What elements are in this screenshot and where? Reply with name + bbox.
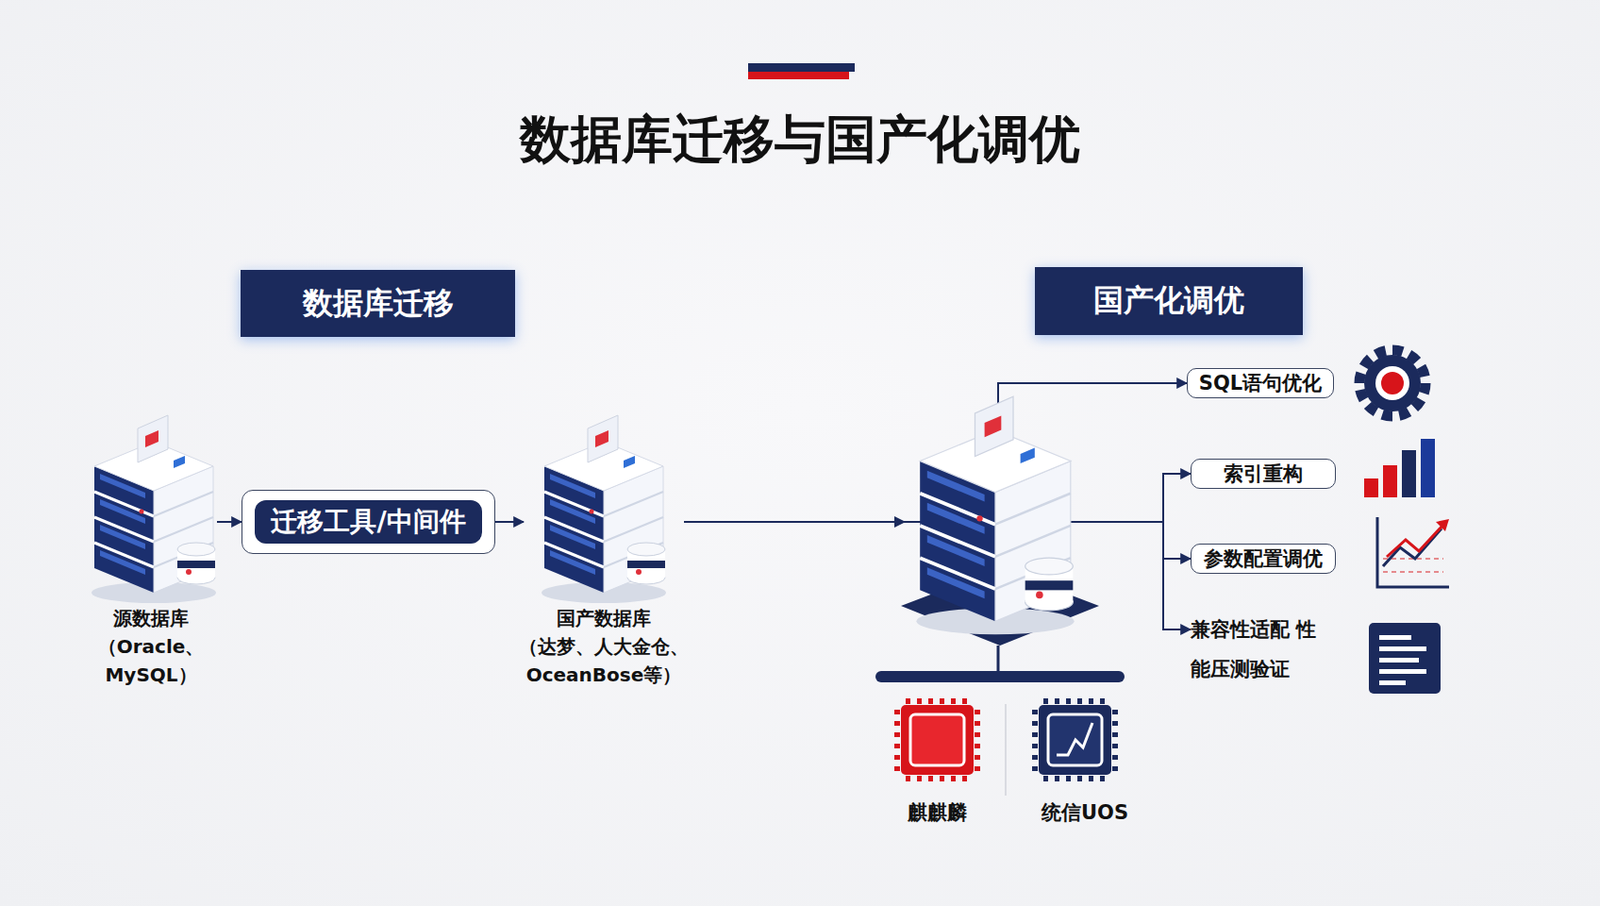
document-body xyxy=(1368,622,1441,694)
node-label: 国产数据库 xyxy=(523,603,684,633)
connector-arrow xyxy=(495,520,524,523)
node-detail: （Oracle、 MySQL） xyxy=(84,632,217,689)
task-text: 兼容性适配 性能压测验证 xyxy=(1190,609,1333,689)
bar-chart-icon xyxy=(1364,438,1435,498)
arrow-head xyxy=(894,516,906,528)
database-node: 国产数据库（达梦、人大金仓、 OceanBose等） xyxy=(523,415,684,689)
diagram-title: 数据库迁移与国产化调优 xyxy=(0,105,1600,174)
chart-grid xyxy=(1383,570,1444,573)
chip-icon xyxy=(897,700,978,779)
chip-graph xyxy=(1056,722,1093,755)
task-pill: 索引重构 xyxy=(1190,458,1336,489)
gear-ring xyxy=(1375,366,1410,400)
task-pill: SQL语句优化 xyxy=(1186,367,1334,399)
gear-teeth xyxy=(1359,350,1426,417)
node-label: 统信UOS xyxy=(1041,798,1129,827)
chip-icon xyxy=(1034,700,1116,779)
node-label: 参数配置调优 xyxy=(1203,545,1323,572)
node-label: 迁移工具/中间件 xyxy=(254,500,483,544)
bar xyxy=(1383,465,1398,498)
chip-core xyxy=(1048,714,1102,766)
document-line xyxy=(1379,657,1419,663)
bar xyxy=(1401,450,1417,498)
node-label: 麒麒麟 xyxy=(907,798,967,827)
chart-grid xyxy=(1383,557,1444,560)
gear-body xyxy=(1364,354,1421,412)
connector-arrow xyxy=(683,473,1191,522)
title-bar xyxy=(748,63,855,72)
chip-body xyxy=(900,704,974,775)
server-icon xyxy=(541,415,667,603)
connector-arrow xyxy=(216,520,242,523)
os-chip: 统信UOS xyxy=(1026,696,1144,829)
document-line xyxy=(1379,646,1427,651)
chip-pins xyxy=(905,698,972,704)
connector-arrow xyxy=(683,521,1191,630)
connector-arrow xyxy=(683,383,1187,522)
server-icon xyxy=(91,415,217,603)
bar xyxy=(1364,478,1379,498)
chip-pins xyxy=(1043,775,1110,782)
chart-line xyxy=(1383,528,1442,567)
chip-pins xyxy=(905,775,972,782)
document-line xyxy=(1379,668,1427,674)
task-pill: 参数配置调优 xyxy=(1190,543,1336,574)
chip-pins xyxy=(974,709,981,774)
document-icon xyxy=(1368,622,1441,694)
gear-center xyxy=(1381,371,1404,395)
node-label: 索引重构 xyxy=(1223,460,1303,487)
document-line xyxy=(1379,634,1412,640)
section-header: 国产化调优 xyxy=(1034,266,1303,335)
support-bar xyxy=(875,670,1125,683)
chart-line xyxy=(1386,524,1444,557)
os-chip: 麒麒麟 xyxy=(886,696,987,829)
node-label: 兼容性适配 性能压测验证 xyxy=(1190,609,1333,689)
chip-pins xyxy=(1043,698,1110,704)
support-line xyxy=(997,645,1000,672)
chip-pins xyxy=(1112,709,1118,774)
line-chart-icon xyxy=(1377,516,1450,587)
connector-arrow xyxy=(683,521,1191,559)
gear-icon xyxy=(1359,350,1426,417)
title-bar xyxy=(748,71,850,80)
node-detail: （达梦、人大金仓、 OceanBose等） xyxy=(502,632,705,689)
server-icon xyxy=(916,396,1074,634)
process-box: 迁移工具/中间件 xyxy=(241,489,496,554)
chip-core xyxy=(910,714,965,766)
chip-pins xyxy=(1032,709,1038,774)
document-line xyxy=(1379,680,1406,685)
bar xyxy=(1420,438,1435,498)
chip-pins xyxy=(894,709,900,774)
node-label: 国产化调优 xyxy=(1093,280,1245,322)
chart-axis xyxy=(1377,516,1450,587)
node-label: SQL语句优化 xyxy=(1199,369,1322,397)
node-label: 数据库迁移 xyxy=(302,283,454,325)
chart-arrow xyxy=(1435,518,1450,532)
server-platform xyxy=(900,567,1100,646)
section-header: 数据库迁移 xyxy=(240,269,516,337)
chip-body xyxy=(1038,704,1112,775)
divider xyxy=(1004,703,1007,796)
node-label: 源数据库 xyxy=(84,603,217,633)
database-node: 源数据库（Oracle、 MySQL） xyxy=(84,415,217,689)
